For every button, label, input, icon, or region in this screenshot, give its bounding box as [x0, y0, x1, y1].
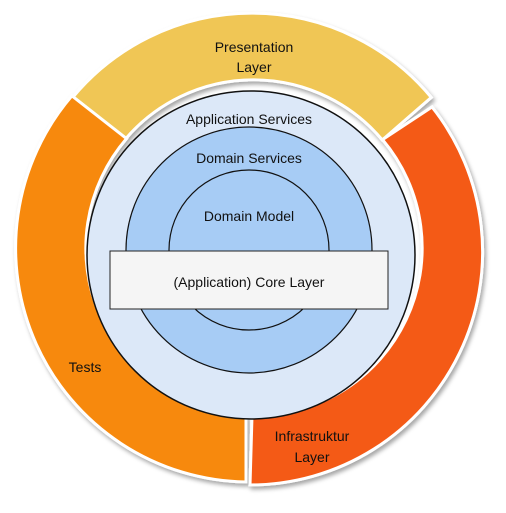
core-layer-box: [109, 250, 389, 310]
outer-ring: [14, 11, 485, 487]
presentation-layer-label-line1: Presentation: [215, 39, 294, 55]
infrastructure-layer-segment: [248, 104, 485, 487]
tests-layer-label: Tests: [69, 359, 102, 375]
infrastructure-layer-label-line1: Infrastruktur: [275, 428, 350, 444]
presentation-layer-segment: [70, 11, 434, 143]
application-services-label: Application Services: [186, 111, 312, 127]
infrastructure-layer-label-line2: Layer: [294, 449, 329, 465]
domain-model-label: Domain Model: [204, 208, 294, 224]
presentation-layer-label-line2: Layer: [236, 59, 271, 75]
core-layer-label: (Application) Core Layer: [174, 274, 325, 290]
tests-layer-segment: [14, 93, 248, 484]
domain-services-label: Domain Services: [196, 150, 302, 166]
